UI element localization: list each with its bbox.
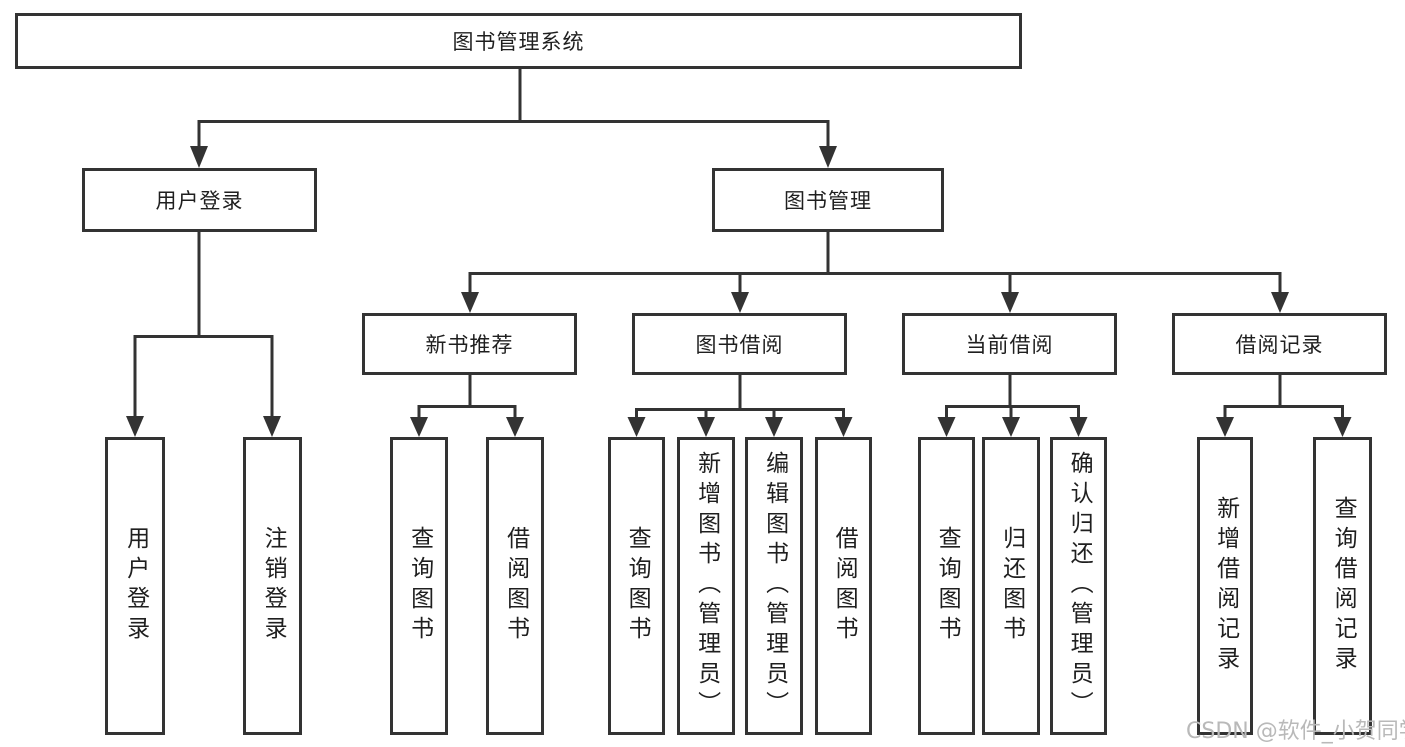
arrow-down-icon	[1271, 292, 1289, 313]
arrow-down-icon	[410, 417, 428, 437]
leaf-borrow-books-1-label: 借阅图书	[502, 526, 529, 646]
arrow-down-icon	[937, 417, 956, 437]
arrow-down-icon	[1069, 417, 1088, 437]
connector-book-mgmt-to-level3	[461, 232, 1289, 313]
leaf-query-books-2: 查询图书	[608, 437, 665, 735]
arrow-down-icon	[126, 416, 144, 437]
leaf-add-borrow-record-label: 新增借阅记录	[1212, 496, 1239, 676]
leaf-borrow-books-2: 借阅图书	[815, 437, 872, 735]
connector-borrow-records-to-leaves	[1216, 375, 1352, 437]
leaf-user-login-label: 用户登录	[122, 526, 149, 646]
node-borrow-records-label: 借阅记录	[1235, 333, 1324, 357]
leaf-return-books: 归还图书	[982, 437, 1040, 735]
leaf-logout-label: 注销登录	[260, 526, 287, 646]
arrow-down-icon	[765, 417, 783, 437]
csdn-watermark: CSDN @软件_小贺同学	[1186, 719, 1405, 744]
arrow-down-icon	[1001, 292, 1019, 313]
node-book-mgmt-label: 图书管理	[784, 189, 872, 213]
arrow-down-icon	[731, 292, 749, 313]
node-book-borrow-label: 图书借阅	[695, 333, 784, 357]
leaf-query-books-2-label: 查询图书	[624, 526, 651, 646]
node-current-borrow: 当前借阅	[902, 313, 1117, 375]
node-new-book-recommend-label: 新书推荐	[425, 333, 514, 357]
arrow-down-icon	[461, 292, 479, 313]
leaf-query-books-1: 查询图书	[390, 437, 448, 735]
connector-book-borrow-to-leaves	[627, 375, 853, 437]
connector-root-to-level2	[190, 69, 837, 168]
arrow-down-icon	[263, 416, 281, 437]
node-user-login: 用户登录	[82, 168, 317, 232]
leaf-query-books-3: 查询图书	[918, 437, 975, 735]
node-root: 图书管理系统	[15, 13, 1022, 69]
leaf-borrow-books-1: 借阅图书	[486, 437, 544, 735]
leaf-add-books-admin-label: 新增图书（管理员）	[693, 451, 720, 721]
arrow-down-icon	[697, 417, 715, 437]
leaf-confirm-return-admin-label: 确认归还（管理员）	[1066, 451, 1093, 721]
leaf-add-books-admin: 新增图书（管理员）	[677, 437, 735, 735]
leaf-confirm-return-admin: 确认归还（管理员）	[1050, 437, 1107, 735]
leaf-logout: 注销登录	[243, 437, 302, 735]
leaf-return-books-label: 归还图书	[998, 526, 1025, 646]
node-borrow-records: 借阅记录	[1172, 313, 1387, 375]
leaf-query-borrow-record: 查询借阅记录	[1313, 437, 1372, 735]
leaf-query-books-1-label: 查询图书	[406, 526, 433, 646]
arrow-down-icon	[190, 146, 208, 168]
leaf-query-books-3-label: 查询图书	[934, 526, 961, 646]
leaf-borrow-books-2-label: 借阅图书	[831, 526, 858, 646]
connector-new-book-to-leaves	[410, 375, 524, 437]
node-current-borrow-label: 当前借阅	[965, 333, 1054, 357]
node-root-label: 图书管理系统	[452, 30, 585, 54]
connector-current-borrow-to-leaves	[937, 375, 1088, 437]
leaf-user-login: 用户登录	[105, 437, 165, 735]
node-new-book-recommend: 新书推荐	[362, 313, 577, 375]
arrow-down-icon	[1216, 417, 1234, 437]
arrow-down-icon	[627, 417, 646, 437]
arrow-down-icon	[834, 417, 853, 437]
leaf-add-borrow-record: 新增借阅记录	[1197, 437, 1253, 735]
arrow-down-icon	[1002, 417, 1020, 437]
leaf-query-borrow-record-label: 查询借阅记录	[1330, 496, 1357, 676]
leaf-edit-books-admin: 编辑图书（管理员）	[745, 437, 803, 735]
leaf-edit-books-admin-label: 编辑图书（管理员）	[761, 451, 788, 721]
connector-user-login-to-leaves	[126, 232, 281, 437]
node-book-borrow: 图书借阅	[632, 313, 847, 375]
node-user-login-label: 用户登录	[155, 189, 244, 213]
arrow-down-icon	[1333, 417, 1352, 437]
arrow-down-icon	[506, 417, 524, 437]
node-book-mgmt: 图书管理	[712, 168, 944, 232]
arrow-down-icon	[819, 146, 837, 168]
